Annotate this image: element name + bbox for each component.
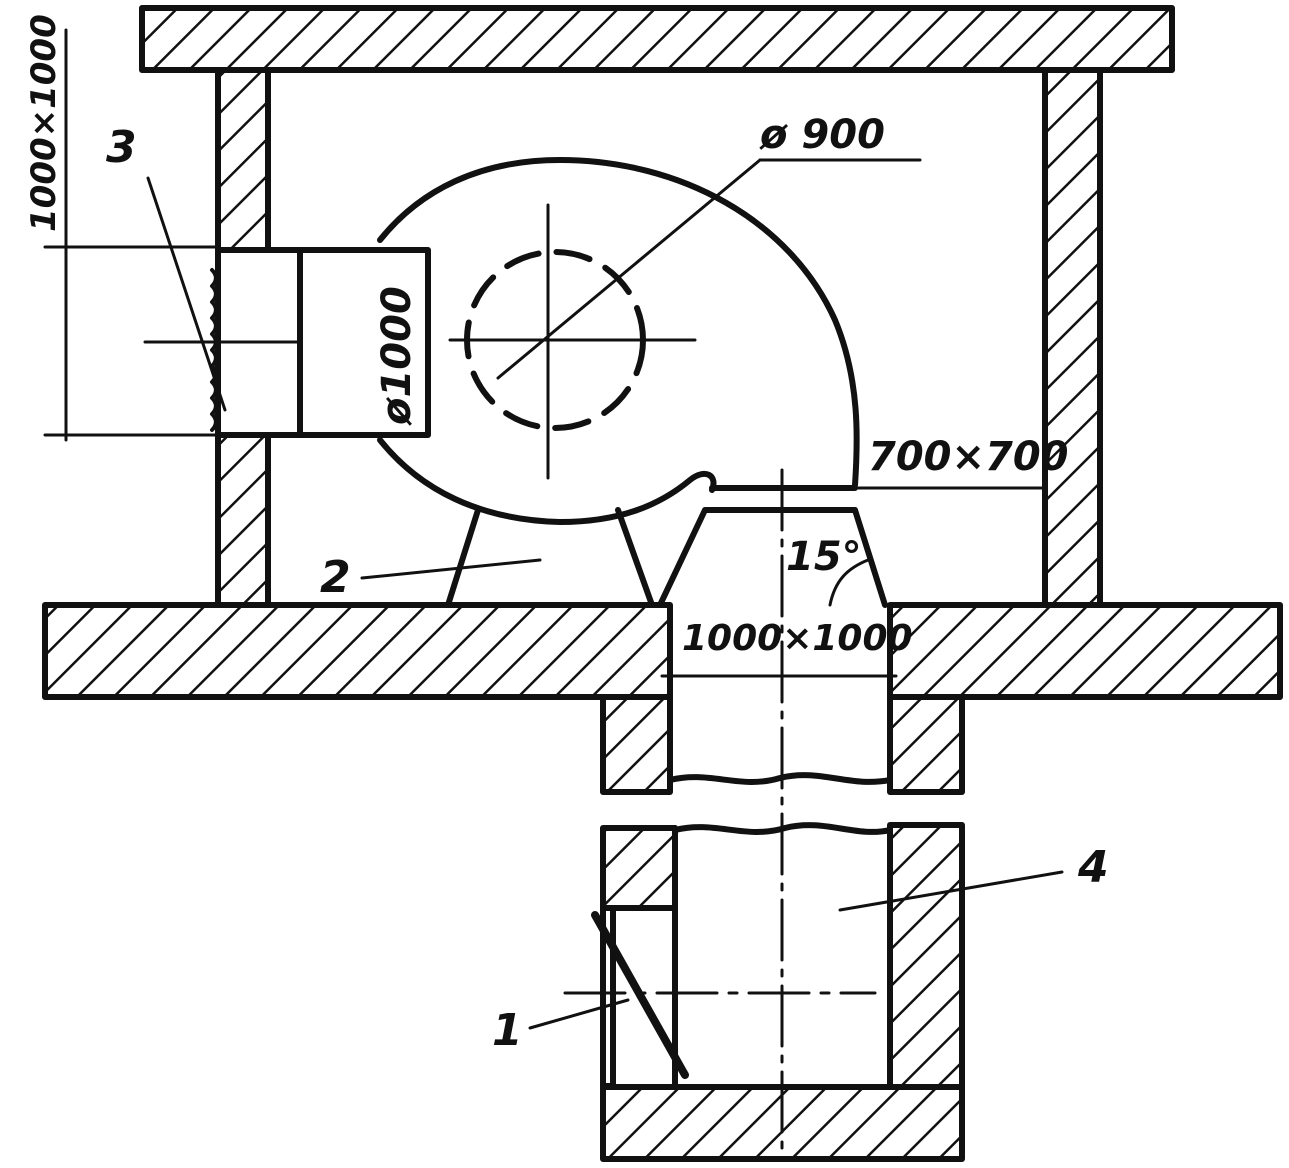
left-wall-lower (215, 432, 271, 608)
leader-part-2 (360, 558, 542, 580)
leader-part-1 (528, 998, 630, 1030)
floor-slab-left (42, 602, 673, 700)
floor-slab-right (887, 602, 1283, 700)
shaft-right-wall-upper (887, 694, 965, 795)
inlet-diameter-label: ø1000 (374, 286, 420, 426)
part-label-3: 3 (106, 122, 137, 173)
ceiling-slab (139, 5, 1175, 73)
shaft-left-wall-lower (600, 825, 678, 911)
diameter-leader (496, 158, 762, 380)
fan-volute-casing (377, 157, 860, 525)
part-label-4: 4 (1077, 842, 1109, 893)
fan-support-leg (445, 507, 481, 608)
outlet-section-label: 700×700 (868, 434, 1069, 480)
shaft-left-wall-upper (600, 694, 673, 795)
fan-support-leg (615, 507, 655, 608)
angle-arc (828, 558, 870, 607)
leader-part-3 (146, 176, 227, 412)
leader-part-4 (838, 870, 1064, 912)
left-wall-upper (215, 67, 271, 253)
louvre-grille (210, 268, 218, 432)
inlet-duct (297, 247, 431, 438)
right-wall (1042, 67, 1103, 608)
shaft-break-line-lower (672, 822, 893, 835)
shaft-right-wall-lower (887, 822, 965, 1090)
floor-opening-label: 1000×1000 (682, 618, 913, 659)
part-label-2: 2 (320, 552, 351, 603)
damper-blade (591, 911, 689, 1079)
part-label-1: 1 (492, 1005, 523, 1056)
intake-opening-label: 1000×1000 (24, 14, 64, 232)
shaft-break-line-upper (667, 772, 893, 785)
diffuser-angle-label: 15° (786, 534, 862, 580)
fan-diameter-label: ø 900 (759, 112, 885, 158)
